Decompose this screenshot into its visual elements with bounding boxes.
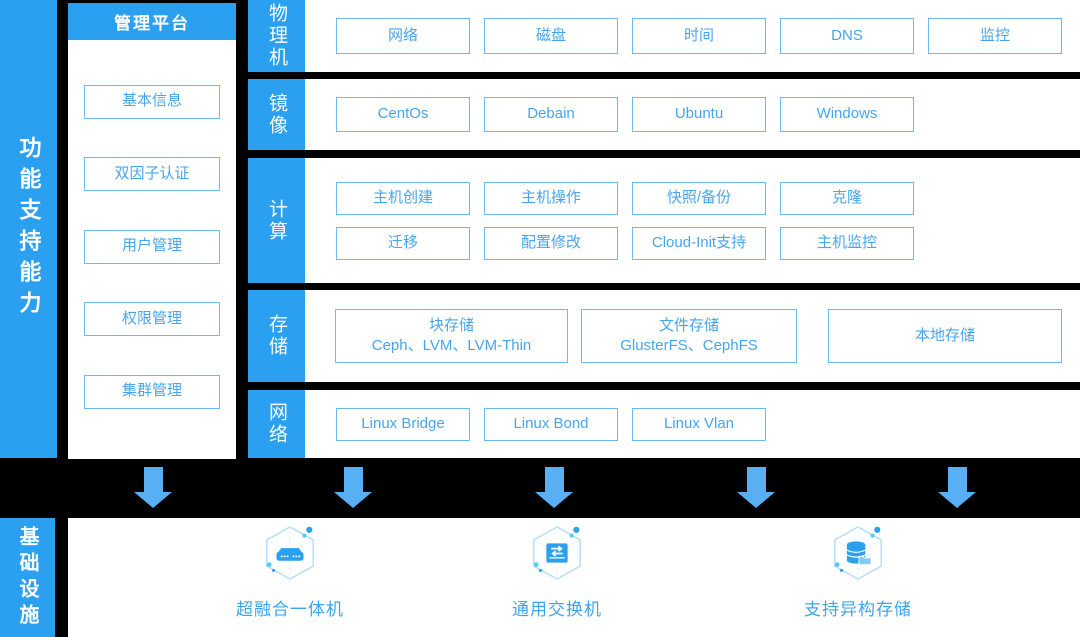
feature-box-monitoring: 监控: [928, 18, 1062, 54]
feature-box-host-monitoring: 主机监控: [780, 226, 914, 260]
management-item-two-factor-auth: 双因子认证: [84, 157, 220, 191]
row-label-network: 网络: [248, 390, 305, 458]
down-arrow-icon: [535, 467, 574, 508]
feature-box-dns: DNS: [780, 18, 914, 54]
infra-item-switch: 通用交换机: [467, 524, 647, 620]
down-arrow-icon: [737, 467, 776, 508]
feature-box-cloud-init: Cloud-Init支持: [632, 226, 766, 260]
feature-box-windows: Windows: [780, 97, 914, 132]
feature-box-time: 时间: [632, 18, 766, 54]
feature-box-clone: 克隆: [780, 181, 914, 215]
row-network: 网络 Linux Bridge Linux Bond Linux Vlan: [248, 390, 1080, 458]
infrastructure-label: 基础设施: [16, 525, 38, 630]
row-compute: 计算 主机创建 主机操作 快照/备份 克隆 迁移 配置修改 Cloud-Init…: [248, 158, 1080, 283]
row-physical-machine: 物理机 网络 磁盘 时间 DNS 监控: [248, 0, 1080, 72]
feature-box-snapshot-backup: 快照/备份: [632, 181, 766, 215]
row-image: 镜像 CentOs Debain Ubuntu Windows: [248, 79, 1080, 150]
feature-box-linux-vlan: Linux Vlan: [632, 407, 766, 441]
heterogeneous-storage-icon: [834, 526, 882, 580]
infrastructure-sidebar: 基础设施: [0, 518, 55, 637]
feature-box-debian: Debain: [484, 97, 618, 132]
feature-box-ubuntu: Ubuntu: [632, 97, 766, 132]
management-item-basic-info: 基本信息: [84, 84, 220, 119]
management-platform-body: 基本信息 双因子认证 用户管理 权限管理 集群管理: [68, 40, 236, 459]
feature-box-linux-bond: Linux Bond: [484, 407, 618, 441]
feature-box-disk: 磁盘: [484, 18, 618, 54]
feature-box-file-storage: 文件存储 GlusterFS、CephFS: [581, 309, 797, 363]
infra-item-heterogeneous-storage: 支持异构存储: [768, 524, 948, 620]
down-arrow-icon: [938, 467, 977, 508]
feature-box-centos: CentOs: [336, 97, 470, 132]
feature-box-linux-bridge: Linux Bridge: [336, 407, 470, 441]
feature-box-migration: 迁移: [336, 226, 470, 260]
feature-box-host-operate: 主机操作: [484, 181, 618, 215]
feature-box-block-storage: 块存储 Ceph、LVM、LVM-Thin: [335, 309, 568, 363]
down-arrow-icon: [134, 467, 173, 508]
feature-box-network: 网络: [336, 18, 470, 54]
down-arrow-icon: [334, 467, 373, 508]
infra-item-label: 支持异构存储: [804, 600, 912, 619]
row-label-storage: 存储: [248, 290, 305, 382]
management-item-user-management: 用户管理: [84, 229, 220, 264]
management-item-permission-management: 权限管理: [84, 302, 220, 336]
row-label-physical-machine: 物理机: [248, 0, 305, 72]
feature-box-config-modify: 配置修改: [484, 226, 618, 260]
row-storage: 存储 块存储 Ceph、LVM、LVM-Thin 文件存储 GlusterFS、…: [248, 290, 1080, 382]
management-item-cluster-management: 集群管理: [84, 374, 220, 409]
capability-sidebar: 功能支持能力: [0, 0, 57, 458]
generic-switch-icon: [533, 526, 581, 580]
infra-item-label: 通用交换机: [512, 600, 602, 619]
feature-box-host-create: 主机创建: [336, 181, 470, 215]
feature-box-local-storage: 本地存储: [828, 309, 1062, 363]
row-label-image: 镜像: [248, 79, 305, 150]
infra-item-label: 超融合一体机: [236, 600, 344, 619]
infra-item-hyperconverged: 超融合一体机: [200, 524, 380, 620]
hyperconverged-appliance-icon: [266, 526, 314, 580]
row-label-compute: 计算: [248, 158, 305, 283]
management-platform-panel: 管理平台 基本信息 双因子认证 用户管理 权限管理 集群管理: [68, 3, 236, 459]
management-platform-header: 管理平台: [68, 3, 236, 40]
infrastructure-panel: 超融合一体机 通用交换机: [68, 518, 1080, 637]
capability-label: 功能支持能力: [16, 136, 42, 322]
